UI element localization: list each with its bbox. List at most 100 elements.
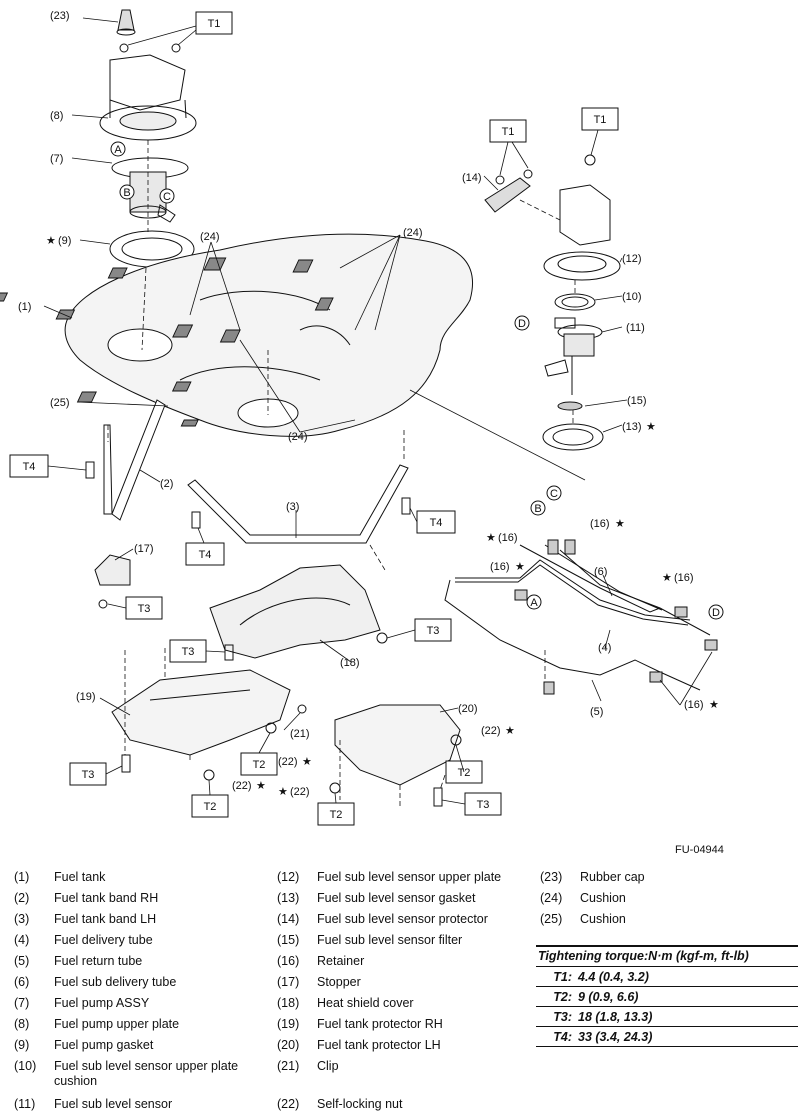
letter-c-top: C [163, 191, 171, 203]
tbox-t1-top: T1 [208, 18, 221, 30]
fuel-tank-band-rh-part [103, 399, 166, 521]
upper-plate-cushion-part [554, 293, 596, 311]
sub-level-sensor-gasket-part [542, 423, 604, 451]
tbox-t1-protector: T1 [502, 126, 515, 138]
tbox-t3-shield: T3 [182, 646, 195, 658]
connector-circles [110, 141, 724, 620]
label-22b: (22) [278, 756, 298, 768]
label-22c-star: ★ [256, 780, 266, 792]
label-9-star: ★ [46, 235, 56, 247]
retainers [514, 539, 718, 695]
legend-col-2: (12)Fuel sub level sensor upper plate (1… [277, 870, 502, 1111]
letter-b-right: B [534, 503, 541, 515]
label-24a: (24) [200, 231, 220, 243]
label-16-lower: (16) [684, 699, 704, 711]
leader-lines [43, 17, 713, 731]
tbox-t3-shield-right: T3 [427, 625, 440, 637]
torque-title: Tightening torque:N·m (kgf-m, ft-lb) [536, 945, 798, 967]
label-2: (2) [160, 478, 173, 490]
label-13: (13) [622, 421, 642, 433]
letter-c-right: C [550, 488, 558, 500]
letter-d-right: D [712, 607, 720, 619]
tbox-t3-rh: T3 [82, 769, 95, 781]
label-12: (12) [622, 253, 642, 265]
callout-labels: (23) (8) (7) ★ (9) (1) (25) (24) (24) (2… [18, 10, 719, 798]
label-20: (20) [458, 703, 478, 715]
label-15: (15) [627, 395, 647, 407]
fuel-tubes [444, 544, 711, 691]
exploded-diagram: (23) (8) (7) ★ (9) (1) (25) (24) (24) (2… [0, 9, 724, 826]
torque-box-links [47, 465, 466, 805]
tbox-t2-rh-bottom: T2 [204, 801, 217, 813]
sub-level-sensor-protector-part [484, 169, 533, 213]
label-22a: (22) [481, 725, 501, 737]
letter-d-top: D [518, 318, 526, 330]
cushion-pads [0, 257, 334, 427]
tbox-t1-plate: T1 [594, 114, 607, 126]
label-5: (5) [590, 706, 603, 718]
fuel-tank-band-lh-part [187, 464, 409, 544]
dashed-alignment-lines [107, 140, 576, 808]
label-22a-star: ★ [505, 725, 515, 737]
label-24b: (24) [403, 227, 423, 239]
connector-letters: A B C D B C A D [114, 144, 720, 619]
label-18: (18) [340, 657, 360, 669]
tbox-t2-lh-bottom: T2 [330, 809, 343, 821]
label-22d: (22) [290, 786, 310, 798]
label-3: (3) [286, 501, 299, 513]
fuel-tank-protector-lh-part [334, 704, 461, 786]
torque-row: T3:18 (1.8, 13.3) [536, 1007, 798, 1027]
tbox-t4-left: T4 [23, 461, 36, 473]
legend-col-1: (1)Fuel tank (2)Fuel tank band RH (3)Fue… [14, 870, 239, 1111]
label-11: (11) [626, 322, 645, 334]
fuel-tank-protector-rh-part [111, 669, 291, 756]
label-22d-star: ★ [278, 786, 288, 798]
torque-table: Tightening torque:N·m (kgf-m, ft-lb) T1:… [536, 945, 798, 1047]
label-13-star: ★ [646, 421, 656, 433]
stopper-part [94, 554, 131, 609]
label-16-lower-star: ★ [709, 699, 719, 711]
tank-to-sensor-line [409, 389, 586, 481]
label-16c-star: ★ [515, 561, 525, 573]
heat-shield-cover-part [209, 564, 381, 659]
label-22c: (22) [232, 780, 252, 792]
letter-a-right: A [530, 597, 538, 609]
sub-level-sensor-filter-part [557, 401, 583, 411]
label-8: (8) [50, 110, 63, 122]
sub-level-sensor-part [544, 317, 603, 395]
fuel-pump-upper-plate-part [99, 54, 197, 141]
torque-boxes [9, 11, 619, 826]
label-23: (23) [50, 10, 70, 22]
legend-col-3: (23)Rubber cap (24)Cushion (25)Cushion [540, 870, 645, 926]
label-4: (4) [598, 642, 611, 654]
label-16c: (16) [490, 561, 510, 573]
tbox-t4-right: T4 [430, 517, 443, 529]
torque-row: T2:9 (0.9, 6.6) [536, 987, 798, 1007]
label-16b-star: ★ [615, 518, 625, 530]
tbox-t2-rh: T2 [253, 759, 266, 771]
label-16b: (16) [590, 518, 610, 530]
label-16a-star: ★ [486, 532, 496, 544]
label-7: (7) [50, 153, 63, 165]
label-6: (6) [594, 566, 607, 578]
rubber-cap-part [116, 9, 181, 53]
label-16a: (16) [498, 532, 518, 544]
label-22b-star: ★ [302, 756, 312, 768]
torque-row: T1:4.4 (0.4, 3.2) [536, 967, 798, 987]
tbox-t3-stopper: T3 [138, 603, 151, 615]
label-17: (17) [134, 543, 154, 555]
label-19: (19) [76, 691, 96, 703]
label-21: (21) [290, 728, 310, 740]
fuel-tank-part [64, 233, 474, 437]
torque-row: T4:33 (3.4, 24.3) [536, 1027, 798, 1047]
tbox-t3-lh: T3 [477, 799, 490, 811]
label-9: (9) [58, 235, 71, 247]
sub-level-sensor-upper-plate-part [543, 154, 621, 281]
figure-id: FU-04944 [675, 844, 724, 856]
label-16d-star: ★ [662, 572, 672, 584]
tbox-t2-lh: T2 [458, 767, 471, 779]
label-14: (14) [462, 172, 482, 184]
label-25: (25) [50, 397, 70, 409]
tbox-t4-mid: T4 [199, 549, 212, 561]
